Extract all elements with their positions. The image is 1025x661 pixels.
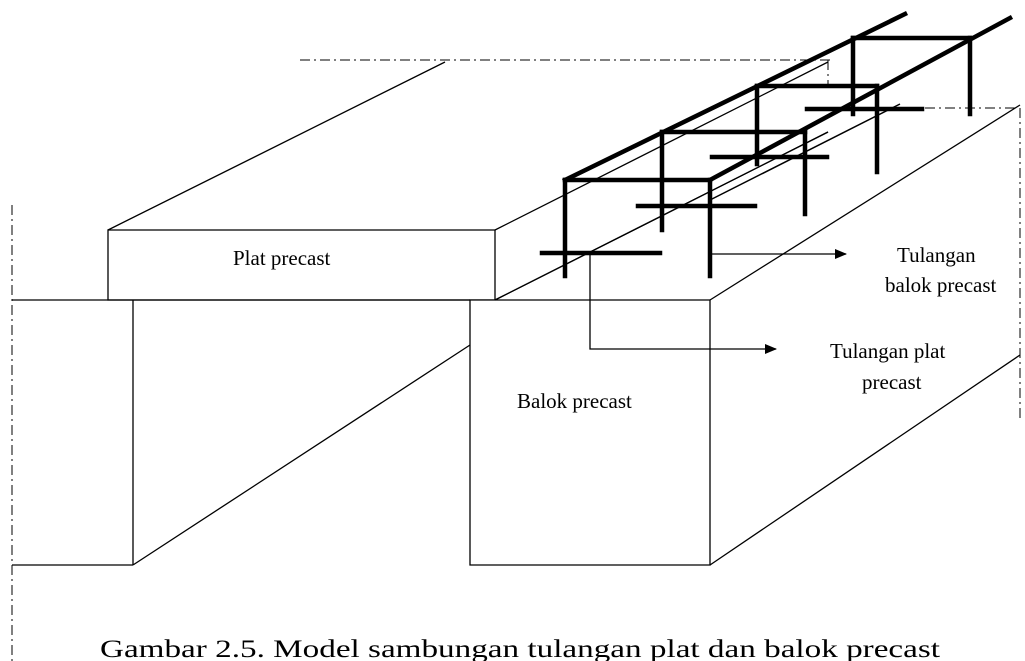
inner-longitudinal-bar	[709, 103, 901, 201]
beam-reinforcement	[561, 10, 1014, 279]
dash-dot-reference-lines	[11, 59, 1021, 661]
label-tulangan-balok-line1: Tulangan	[897, 243, 976, 267]
precast-beam	[469, 104, 1021, 566]
slab-base-left	[12, 299, 471, 566]
label-plat-precast: Plat precast	[233, 246, 331, 270]
precast-slab	[107, 61, 829, 301]
arrow-tulangan-plat	[589, 253, 777, 354]
label-tulangan-plat-line1: Tulangan plat	[830, 339, 945, 363]
figure-caption: Gambar 2.5. Model sambungan tulangan pla…	[100, 636, 940, 661]
leader-arrows	[589, 249, 847, 354]
slab-reinforcement	[539, 106, 925, 256]
label-tulangan-balok-line2: balok precast	[885, 273, 997, 297]
label-balok-precast: Balok precast	[517, 389, 632, 413]
label-tulangan-plat-line2: precast	[862, 370, 922, 394]
